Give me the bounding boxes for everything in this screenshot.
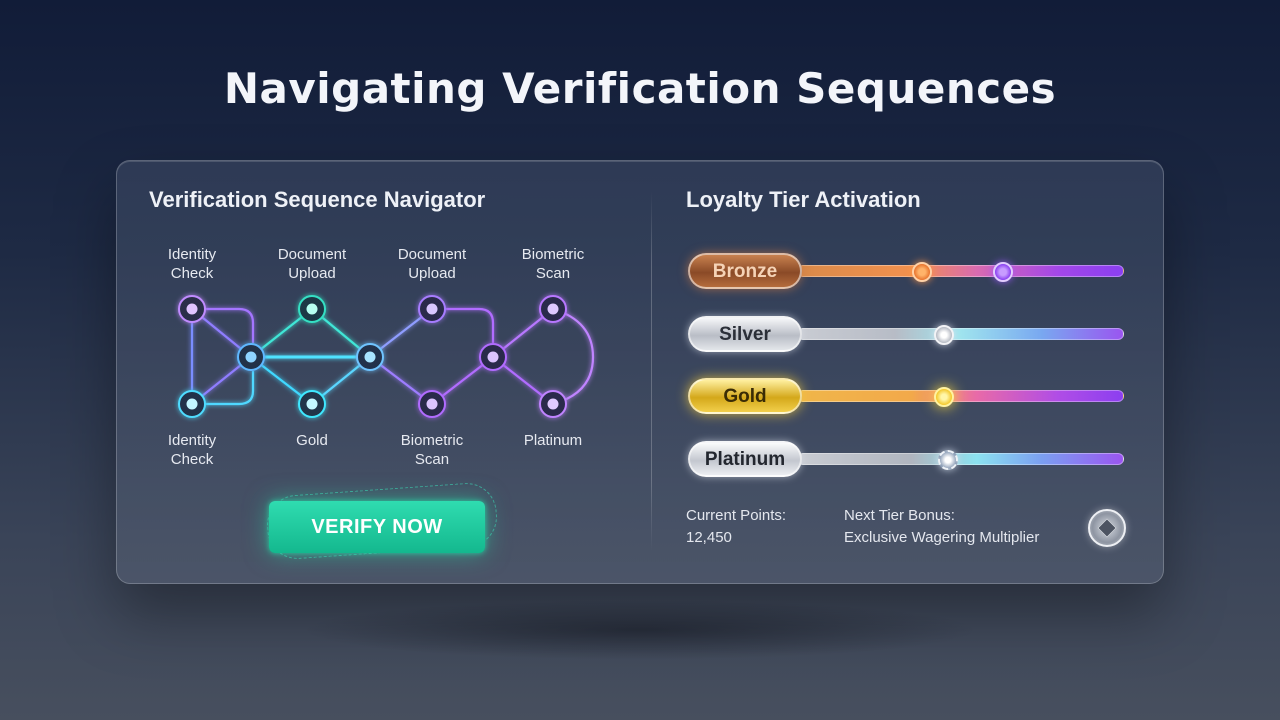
node-hub-2[interactable] <box>356 343 384 371</box>
platinum-knob[interactable] <box>937 450 958 470</box>
label-gold: Gold <box>257 431 367 450</box>
current-points-value: 12,450 <box>686 529 732 546</box>
node-hub-3[interactable] <box>479 343 507 371</box>
node-identity-check-top[interactable] <box>178 295 206 323</box>
bronze-track[interactable] <box>797 262 1124 282</box>
next-tier-bonus-label: Next Tier Bonus: <box>844 507 955 524</box>
label-identity-check-bottom: Identity Check <box>137 431 247 469</box>
silver-knob[interactable] <box>934 325 955 345</box>
label-platinum: Platinum <box>498 431 608 450</box>
label-biometric-scan-bottom: Biometric Scan <box>377 431 487 469</box>
sequence-graph <box>178 295 595 418</box>
panel-shadow <box>300 600 980 660</box>
node-biometric-scan-top[interactable] <box>539 295 567 323</box>
label-document-upload-2: Document Upload <box>377 245 487 283</box>
node-identity-check-bottom[interactable] <box>178 390 206 418</box>
label-document-upload-1: Document Upload <box>257 245 367 283</box>
gold-knob[interactable] <box>934 387 955 407</box>
label-text: Document Upload <box>397 246 467 282</box>
node-biometric-scan-bottom[interactable] <box>418 390 446 418</box>
graph-nodes[interactable] <box>178 295 567 418</box>
chip-center <box>1097 518 1117 538</box>
label-identity-check-top: Identity Check <box>137 245 247 283</box>
silver-track[interactable] <box>797 325 1124 345</box>
panel-divider <box>651 191 652 551</box>
current-points-label: Current Points: <box>686 507 787 524</box>
tier-gold-button[interactable]: Gold <box>688 378 802 414</box>
bronze-knob-end[interactable] <box>992 262 1013 282</box>
node-platinum[interactable] <box>539 390 567 418</box>
navigator-title: Verification Sequence Navigator <box>149 187 486 212</box>
label-text: Gold <box>296 432 328 449</box>
label-biometric-scan-top: Biometric Scan <box>498 245 608 283</box>
next-tier-bonus-value: Exclusive Wagering Multiplier <box>844 529 1040 546</box>
tier-bronze-button[interactable]: Bronze <box>688 253 802 289</box>
label-text: Biometric Scan <box>521 246 585 282</box>
node-hub-1[interactable] <box>237 343 265 371</box>
node-document-upload-1[interactable] <box>298 295 326 323</box>
page-title: Navigating Verification Sequences <box>223 64 1057 113</box>
label-text: Document Upload <box>277 246 347 282</box>
tier-silver-button[interactable]: Silver <box>688 316 802 352</box>
verify-now-button[interactable]: VERIFY NOW <box>269 501 485 553</box>
node-gold[interactable] <box>298 390 326 418</box>
node-document-upload-2[interactable] <box>418 295 446 323</box>
tier-platinum-button[interactable]: Platinum <box>688 441 802 477</box>
platinum-track[interactable] <box>797 450 1124 470</box>
label-text: Identity Check <box>167 432 217 468</box>
bronze-knob-start[interactable] <box>911 262 932 282</box>
gold-track[interactable] <box>797 387 1124 407</box>
loyalty-title: Loyalty Tier Activation <box>686 187 921 212</box>
main-panel: Verification Sequence Navigator <box>116 160 1164 584</box>
label-text: Identity Check <box>167 246 217 282</box>
casino-chip-icon <box>1088 509 1126 547</box>
label-text: Biometric Scan <box>400 432 464 468</box>
label-text: Platinum <box>523 432 583 449</box>
